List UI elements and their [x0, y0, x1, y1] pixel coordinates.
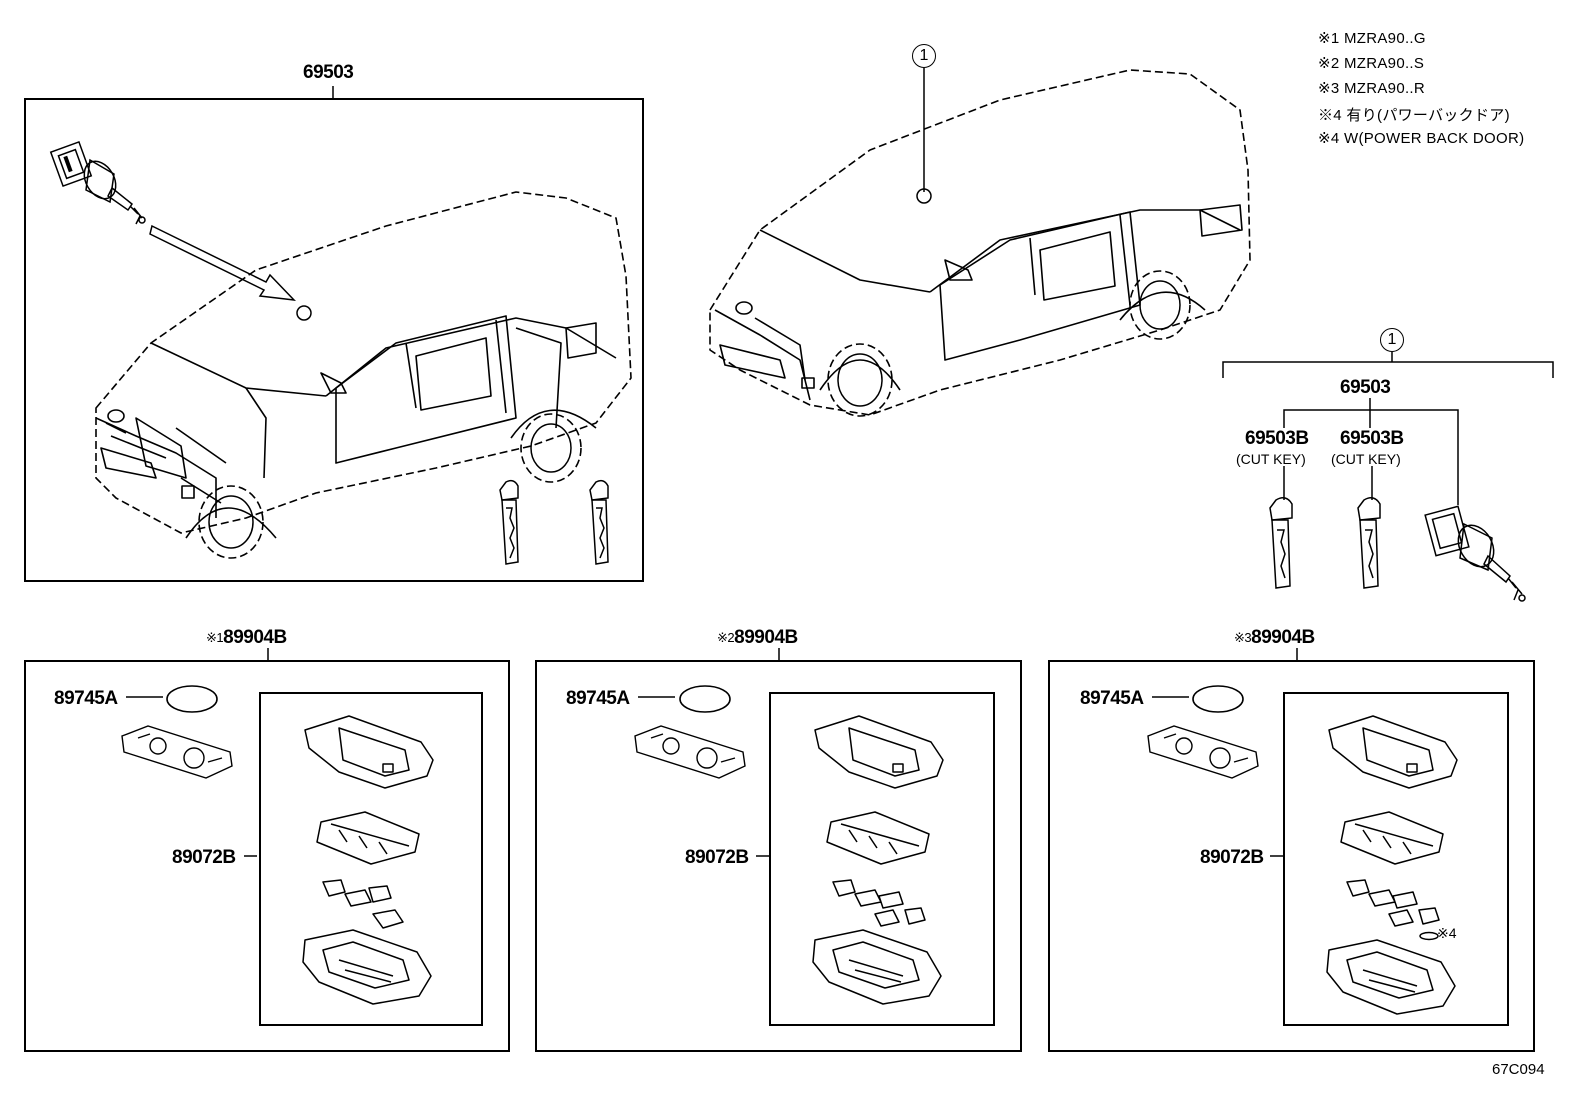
note-1: ※1 MZRA90..G [1318, 30, 1426, 47]
kit-1-case-part-number[interactable]: 89072B [172, 847, 236, 868]
note-3: ※3 MZRA90..R [1318, 80, 1426, 97]
kit-2-case-box [769, 692, 995, 1026]
note-5: ※4 W(POWER BACK DOOR) [1318, 130, 1525, 147]
kit-3-part-label: 89904B [1251, 627, 1315, 648]
battery-icon [679, 685, 731, 713]
gasket-illustration [121, 725, 233, 779]
cut-key-2-note: (CUT KEY) [1331, 451, 1401, 467]
remote-case-illustration [302, 715, 434, 1005]
van-illustration [95, 191, 632, 559]
key-set-part-number[interactable]: 69503 [1340, 377, 1391, 398]
lock-assembly-box [24, 98, 644, 582]
box-part-number[interactable]: 69503 [303, 62, 354, 83]
van-reference-illustration [709, 69, 1251, 417]
callout-marker[interactable]: 1 [912, 44, 936, 68]
kit-3-battery-part-number[interactable]: 89745A [1080, 688, 1144, 709]
kit-2-box: 89745A 89072B [535, 660, 1022, 1052]
kit-1-box: 89745A 89072B [24, 660, 510, 1052]
key-icon [589, 479, 609, 565]
kit-3-mark: ※3 [1234, 630, 1252, 645]
key-icon [499, 479, 519, 565]
remote-case-illustration [1326, 715, 1458, 1015]
kit-2-battery-part-number[interactable]: 89745A [566, 688, 630, 709]
kit-2-case-part-number[interactable]: 89072B [685, 847, 749, 868]
key-set-callout-marker[interactable]: 1 [1380, 328, 1404, 352]
kit-1-part-label: 89904B [223, 627, 287, 648]
battery-icon [1192, 685, 1244, 713]
kit-3-box: 89745A 89072B ※4 [1048, 660, 1535, 1052]
kit-1-mark: ※1 [206, 630, 224, 645]
cut-key-2-part-number[interactable]: 69503B [1340, 428, 1404, 449]
gasket-illustration [1147, 725, 1259, 779]
cut-key-1-note: (CUT KEY) [1236, 451, 1306, 467]
gasket-illustration [634, 725, 746, 779]
kit-1-battery-part-number[interactable]: 89745A [54, 688, 118, 709]
key-icon [1269, 497, 1293, 589]
kit-3-case-part-number[interactable]: 89072B [1200, 847, 1264, 868]
diagram-code: 67C094 [1492, 1061, 1545, 1078]
kit-1-part-number[interactable]: ※189904B [206, 627, 287, 649]
lock-cylinder-illustration [49, 140, 146, 225]
battery-icon [166, 685, 218, 713]
kit-3-case-box: ※4 [1283, 692, 1509, 1026]
kit-1-case-box [259, 692, 483, 1026]
kit-3-power-back-door-mark: ※4 [1437, 925, 1457, 941]
remote-case-illustration [812, 715, 944, 1005]
key-icon [1357, 497, 1381, 589]
note-2: ※2 MZRA90..S [1318, 55, 1425, 72]
kit-2-part-label: 89904B [734, 627, 798, 648]
lock-cylinder-illustration [1424, 505, 1526, 602]
kit-2-mark: ※2 [717, 630, 735, 645]
arrow-icon [149, 224, 296, 301]
kit-3-part-number[interactable]: ※389904B [1234, 627, 1315, 649]
note-4: ※4 有り(パワーバックドア) [1318, 107, 1510, 124]
kit-2-part-number[interactable]: ※289904B [717, 627, 798, 649]
cut-key-1-part-number[interactable]: 69503B [1245, 428, 1309, 449]
